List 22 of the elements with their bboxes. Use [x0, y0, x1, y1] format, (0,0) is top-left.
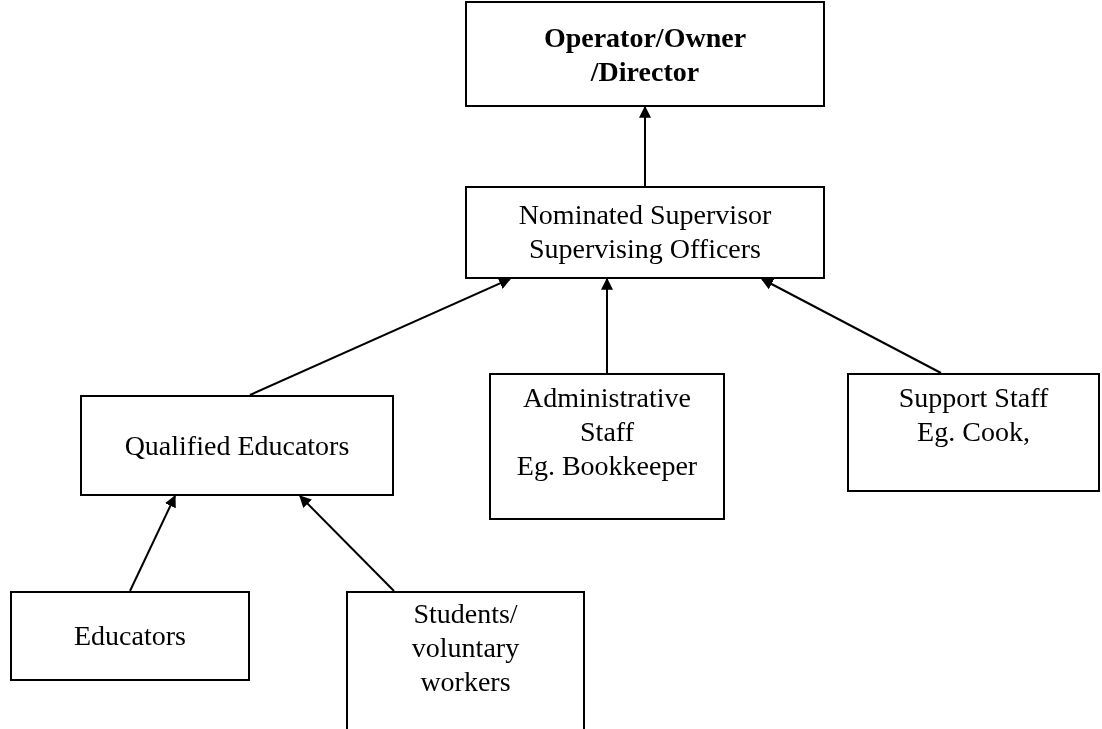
- role-label: Qualified Educators: [124, 429, 350, 463]
- role-box: [80, 395, 394, 496]
- role-label: Administrative Staff: [522, 381, 692, 449]
- arrow: [249, 277, 512, 396]
- arrow: [639, 105, 651, 187]
- role-label: Eg. Bookkeeper: [516, 449, 698, 483]
- role-label: Nominated Supervisor Supervising Officers: [517, 198, 773, 266]
- arrow: [601, 277, 613, 374]
- role-label: Eg. Cook,: [917, 415, 1030, 449]
- role-box: [346, 591, 585, 729]
- role-box: [465, 1, 825, 107]
- arrow: [760, 278, 942, 374]
- role-label: Students/ voluntary workers: [410, 597, 521, 699]
- arrow: [299, 495, 395, 592]
- arrow: [129, 494, 176, 592]
- role-label: Educators: [74, 619, 186, 653]
- role-box: [10, 591, 250, 681]
- role-box: [465, 186, 825, 279]
- role-box: [847, 373, 1100, 492]
- role-box: [489, 373, 725, 520]
- role-label: Support Staff: [898, 381, 1049, 415]
- role-label: Operator/Owner /Director: [542, 21, 748, 89]
